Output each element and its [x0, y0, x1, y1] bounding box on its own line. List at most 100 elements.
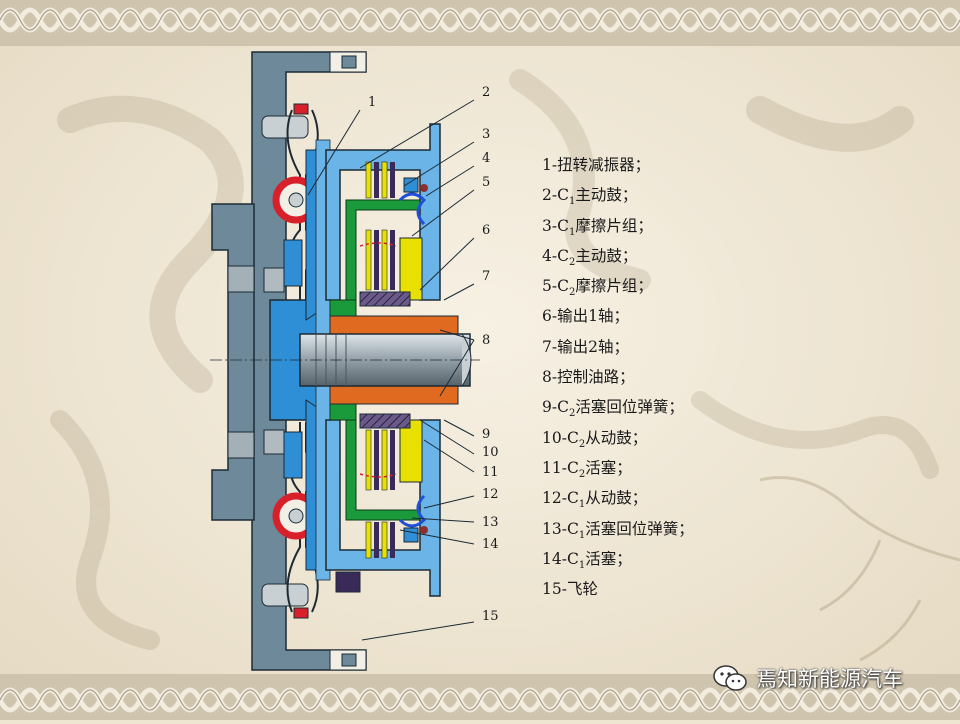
- calligraphy-watermark-art: [50, 69, 939, 650]
- wechat-icon: [713, 665, 747, 691]
- leader-line-14: [399, 529, 475, 545]
- legend-label: C: [557, 246, 569, 265]
- callout-10: 10: [482, 445, 499, 460]
- legend-label: C: [566, 458, 579, 477]
- callout-15: 15: [482, 609, 499, 624]
- legend-item-11: 11-C2活塞；: [542, 453, 694, 483]
- legend-item-5: 5-C2摩擦片组；: [542, 271, 694, 301]
- callout-5: 5: [482, 175, 490, 190]
- legend-label-rest: 主动鼓；: [575, 186, 638, 205]
- callout-2: 2: [482, 85, 490, 100]
- legend-item-7: 7-输出2轴；: [542, 332, 694, 362]
- plum-branch-art: [759, 476, 960, 662]
- legend-label: C: [557, 186, 569, 205]
- leader-line-7: [443, 283, 475, 301]
- legend-subscript: 1: [578, 559, 586, 571]
- callout-6: 6: [482, 223, 490, 238]
- leader-line-5: [411, 189, 475, 237]
- legend-item-9: 9-C2活塞回位弹簧；: [542, 392, 694, 422]
- legend-separator: -: [561, 458, 567, 477]
- legend-label: C: [557, 216, 569, 235]
- legend-subscript: 2: [569, 287, 576, 299]
- legend-number: 10: [542, 428, 562, 447]
- watermark: 焉知新能源汽车: [712, 660, 903, 696]
- callout-4: 4: [482, 151, 490, 166]
- legend-subscript: 1: [578, 529, 586, 541]
- top-ornamental-border: [0, 0, 960, 46]
- legend-number: 4: [542, 246, 552, 265]
- legend-number: 13: [542, 519, 562, 538]
- torsional-damper: [272, 103, 320, 619]
- c1-friction-plates: [365, 161, 395, 559]
- legend-label-rest: 摩擦片组；: [575, 277, 653, 296]
- legend-number: 9: [542, 398, 552, 417]
- leader-line-6: [419, 237, 475, 291]
- callout-12: 12: [482, 487, 499, 502]
- control-oil-path: [359, 242, 397, 478]
- c2-piston-and-drum: [359, 237, 423, 483]
- legend-separator: -: [551, 156, 558, 174]
- callout-9: 9: [482, 427, 490, 442]
- legend-subscript: 1: [569, 196, 576, 208]
- legend-label: C: [566, 428, 579, 447]
- legend-label: C: [566, 549, 579, 568]
- legend-number: 2: [542, 186, 552, 205]
- leader-line-12: [423, 495, 475, 509]
- legend-label-rest: 活塞；: [585, 458, 632, 477]
- legend-separator: -: [551, 246, 558, 265]
- legend-number: 1: [542, 156, 552, 174]
- legend-label-rest: 活塞；: [585, 549, 632, 568]
- leader-line-10: [419, 419, 475, 455]
- leader-line-8: [439, 329, 475, 397]
- leader-line-3: [403, 141, 475, 187]
- legend-label-rest: 活塞回位弹簧；: [575, 398, 684, 417]
- legend-separator: -: [551, 186, 558, 205]
- legend-separator: -: [561, 519, 567, 538]
- legend-label: 输出1轴；: [557, 307, 629, 326]
- legend-separator: -: [551, 398, 558, 417]
- legend-number: 5: [542, 277, 552, 296]
- callout-11: 11: [482, 465, 499, 480]
- legend-subscript: 1: [578, 499, 586, 511]
- legend-item-12: 12-C1从动鼓；: [542, 483, 694, 513]
- leader-line-13: [411, 517, 475, 523]
- legend-label: C: [557, 398, 569, 417]
- legend-item-15: 15-飞轮: [542, 574, 694, 604]
- legend-label: 输出2轴；: [557, 337, 629, 356]
- legend-label: C: [566, 519, 579, 538]
- legend-subscript: 2: [569, 256, 576, 268]
- callout-14: 14: [482, 537, 499, 552]
- legend-subscript: 2: [578, 469, 586, 481]
- legend-label-rest: 摩擦片组；: [575, 216, 653, 235]
- legend-number: 11: [542, 458, 562, 477]
- legend-item-3: 3-C1摩擦片组；: [542, 211, 694, 241]
- legend-label-rest: 主动鼓；: [575, 246, 638, 265]
- legend-item-2: 2-C1主动鼓；: [542, 180, 694, 210]
- legend-number: 12: [542, 489, 562, 508]
- legend-subscript: 2: [569, 408, 576, 420]
- legend-label: C: [557, 277, 569, 296]
- watermark-text: 焉知新能源汽车: [756, 667, 903, 691]
- bottom-ornamental-border: [0, 674, 960, 720]
- callout-3: 3: [482, 127, 490, 142]
- leader-line-15: [361, 621, 475, 641]
- legend-label: C: [566, 489, 579, 508]
- leader-line-11: [423, 439, 475, 473]
- legend-label: 飞轮: [566, 580, 598, 599]
- legend-separator: -: [561, 428, 567, 447]
- legend-separator: -: [551, 368, 558, 387]
- legend-subscript: 2: [578, 438, 586, 450]
- leader-line-4: [425, 165, 475, 197]
- legend-separator: -: [551, 277, 558, 296]
- leader-line-9: [443, 419, 475, 437]
- legend-number: 15: [542, 580, 562, 599]
- legend-label-rest: 从动鼓；: [585, 428, 648, 447]
- legend-item-1: 1-扭转减振器；: [542, 150, 694, 180]
- c2-friction-plates: [365, 229, 395, 491]
- legend-item-4: 4-C2主动鼓；: [542, 241, 694, 271]
- callout-1: 1: [368, 95, 376, 110]
- legend-label: 扭转减振器；: [557, 156, 651, 174]
